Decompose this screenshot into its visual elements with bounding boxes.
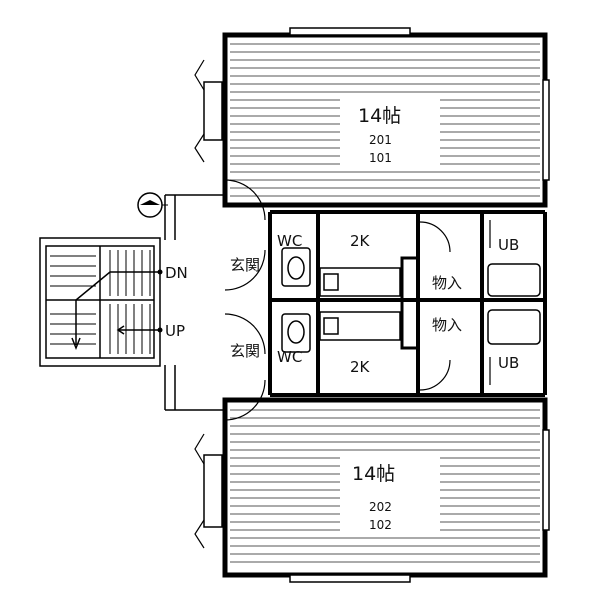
upper-kitchen-label: 2K (350, 232, 371, 250)
lower-kitchen-counter (319, 311, 401, 341)
doors (224, 179, 491, 421)
lower-room-size: 14帖 (352, 463, 395, 485)
lower-label-bg (340, 456, 440, 534)
upper-wc-label: WC (277, 232, 302, 250)
lower-storage-label: 物入 (432, 316, 462, 334)
upper-kitchen-counter (319, 267, 401, 297)
stair-arrows (71, 271, 160, 351)
down-label: DN (165, 264, 188, 282)
room-lower-main: 14帖 202 102 (230, 409, 540, 563)
dn-marker (157, 269, 163, 275)
lower-kitchen-label: 2K (350, 358, 371, 376)
upper-bath-label: UB (498, 236, 519, 254)
lower-bath-label: UB (498, 354, 519, 372)
up-marker (157, 327, 163, 333)
upper-entrance-label: 玄関 (230, 256, 260, 274)
room-upper-main: 14帖 201 101 (230, 43, 540, 197)
north-arrow-icon (137, 192, 168, 218)
middle-walls (268, 210, 547, 397)
upper-bathtub (487, 263, 541, 297)
stair-treads (50, 250, 151, 354)
upper-toilet (281, 247, 311, 287)
lower-wc-label: WC (277, 348, 302, 366)
lower-toilet (281, 313, 311, 353)
lower-unit-b: 102 (369, 518, 392, 532)
bay-window-frames (194, 59, 205, 549)
windows (203, 27, 550, 583)
stairwell (39, 194, 225, 411)
upper-unit-a: 201 (369, 133, 392, 147)
lower-bathtub (487, 309, 541, 345)
lower-entrance-label: 玄関 (230, 342, 260, 360)
upper-storage-label: 物入 (432, 274, 462, 292)
upper-unit-b: 101 (369, 151, 392, 165)
upper-room-size: 14帖 (358, 105, 401, 127)
upper-label-bg (340, 98, 440, 170)
lower-unit-a: 202 (369, 500, 392, 514)
up-label: UP (165, 322, 185, 340)
